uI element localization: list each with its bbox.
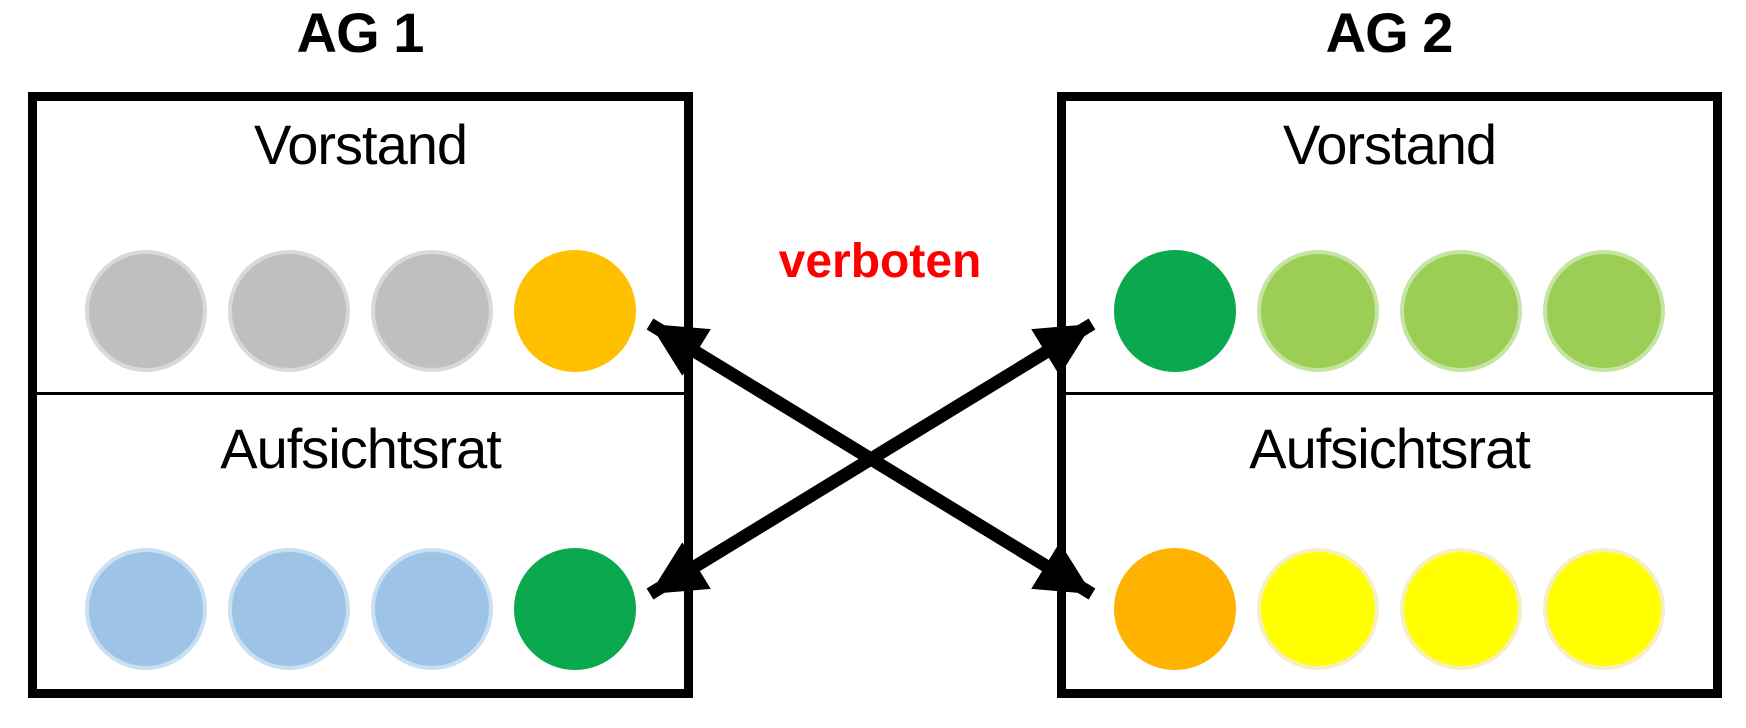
member-row xyxy=(37,250,684,372)
company-title-ag2: AG 2 xyxy=(1325,1,1454,64)
member-circle xyxy=(1400,548,1522,670)
company-box-ag2: Vorstand Aufsichtsrat xyxy=(1057,92,1722,698)
section-label-aufsichtsrat: Aufsichtsrat xyxy=(1249,417,1531,480)
member-circle xyxy=(85,548,207,670)
member-circle xyxy=(228,250,350,372)
member-circle-shared-person-a xyxy=(1114,548,1236,670)
member-circle xyxy=(371,548,493,670)
member-circle-shared-person-b xyxy=(514,548,636,670)
ag2-aufsichtsrat-section: Aufsichtsrat xyxy=(1066,395,1713,689)
forbidden-label: verboten xyxy=(778,235,982,288)
member-circle xyxy=(1543,250,1665,372)
section-label-vorstand: Vorstand xyxy=(1282,113,1497,176)
member-circle xyxy=(1543,548,1665,670)
member-circle-shared-person-a xyxy=(514,250,636,372)
member-circle xyxy=(228,548,350,670)
member-circle xyxy=(1400,250,1522,372)
arrow-green-aufsichtsrat-to-vorstand xyxy=(646,318,1096,600)
member-row xyxy=(1066,250,1713,372)
member-circle xyxy=(1257,250,1379,372)
ag1-aufsichtsrat-section: Aufsichtsrat xyxy=(37,395,684,689)
member-row xyxy=(1066,548,1713,670)
arrow-gold-vorstand-to-aufsichtsrat xyxy=(646,318,1096,600)
ag1-vorstand-section: Vorstand xyxy=(37,101,684,395)
ag2-vorstand-section: Vorstand xyxy=(1066,101,1713,395)
member-row xyxy=(37,548,684,670)
member-circle-shared-person-b xyxy=(1114,250,1236,372)
member-circle xyxy=(85,250,207,372)
section-label-aufsichtsrat: Aufsichtsrat xyxy=(220,417,502,480)
company-box-ag1: Vorstand Aufsichtsrat xyxy=(28,92,693,698)
company-title-ag1: AG 1 xyxy=(296,1,425,64)
member-circle xyxy=(1257,548,1379,670)
member-circle xyxy=(371,250,493,372)
section-label-vorstand: Vorstand xyxy=(253,113,468,176)
